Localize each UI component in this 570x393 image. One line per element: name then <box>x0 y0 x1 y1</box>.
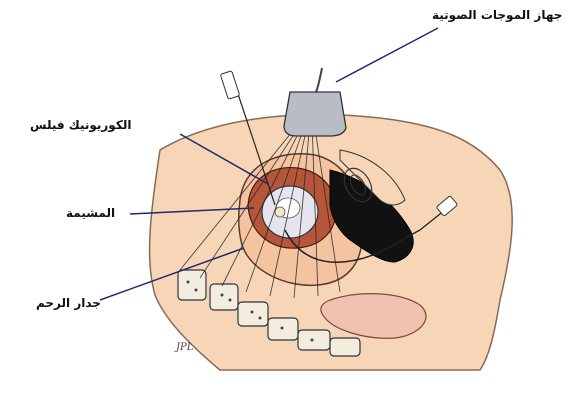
label-placenta: المشيمة <box>66 206 115 220</box>
label-uterine-wall: جدار الرحم <box>36 296 101 310</box>
label-ultrasound-device: جهاز الموجات الصوتية <box>432 8 562 22</box>
label-chorionic-villus: الكوريونيك فيلس <box>30 118 131 132</box>
ultrasound-transducer <box>284 68 346 136</box>
artist-signature: JPL <box>176 342 193 353</box>
leader-ultrasound <box>336 28 438 82</box>
